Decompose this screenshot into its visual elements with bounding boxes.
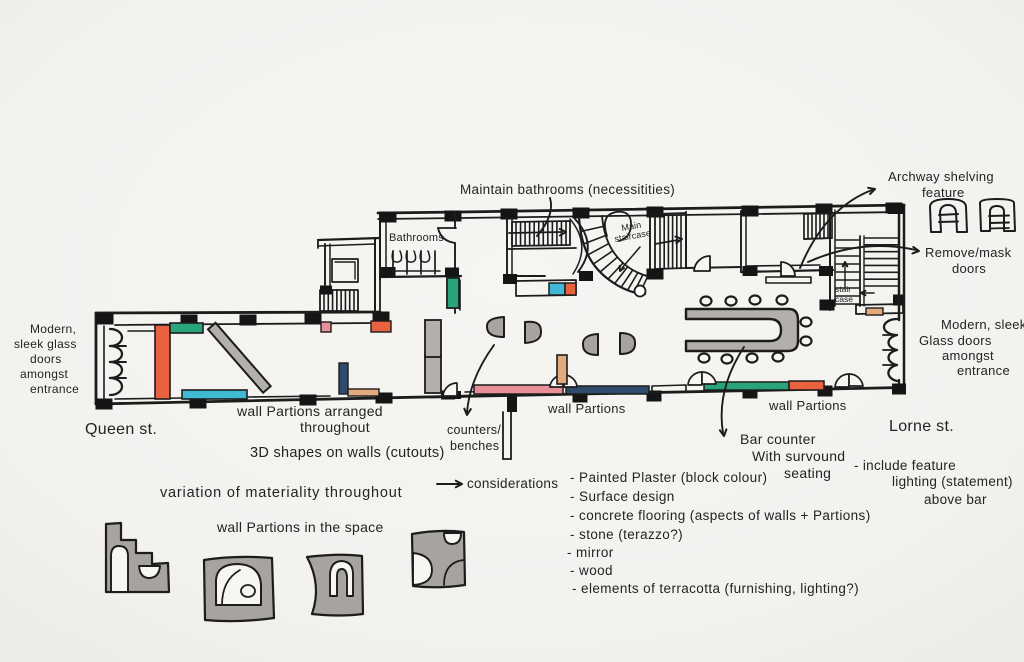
svg-text:- concrete flooring (aspects o: - concrete flooring (aspects of walls + …	[570, 508, 871, 523]
svg-text:wall Partions arranged: wall Partions arranged	[236, 403, 383, 419]
svg-text:feature: feature	[922, 185, 965, 200]
svg-text:3D shapes on walls (cutouts): 3D shapes on walls (cutouts)	[250, 445, 445, 461]
svg-text:- stone (terazzo?): - stone (terazzo?)	[570, 527, 683, 542]
svg-text:- mirror: - mirror	[567, 545, 614, 560]
svg-text:above bar: above bar	[924, 492, 987, 507]
svg-text:variation of materiality throu: variation of materiality throughout	[160, 485, 402, 501]
svg-text:- Surface design: - Surface design	[570, 489, 675, 504]
svg-text:Queen st.: Queen st.	[85, 421, 157, 438]
svg-text:Archway shelving: Archway shelving	[888, 169, 994, 184]
svg-text:Modern, sleek: Modern, sleek	[941, 317, 1024, 332]
svg-text:wall Partions: wall Partions	[768, 398, 847, 413]
svg-text:Bar counter: Bar counter	[740, 431, 816, 447]
svg-text:wall Partions in the space: wall Partions in the space	[216, 519, 384, 535]
svg-text:throughout: throughout	[300, 419, 370, 435]
svg-text:doors: doors	[30, 352, 62, 366]
svg-text:considerations: considerations	[467, 476, 558, 491]
svg-text:- wood: - wood	[570, 563, 613, 578]
svg-text:case: case	[835, 294, 853, 304]
svg-text:wall Partions: wall Partions	[547, 401, 626, 416]
svg-text:lighting (statement): lighting (statement)	[892, 474, 1013, 489]
svg-text:benches: benches	[450, 439, 499, 453]
svg-text:With survound: With survound	[752, 448, 845, 464]
svg-text:amongst: amongst	[942, 348, 994, 363]
svg-text:entrance: entrance	[957, 363, 1010, 378]
svg-text:Glass doors: Glass doors	[919, 333, 992, 348]
svg-text:Main: Main	[621, 220, 642, 233]
svg-text:Lorne st.: Lorne st.	[889, 418, 954, 435]
svg-text:counters/: counters/	[447, 423, 501, 437]
svg-text:Modern,: Modern,	[30, 322, 76, 336]
svg-text:Maintain bathrooms (necessitit: Maintain bathrooms (necessitities)	[460, 182, 675, 197]
svg-text:seating: seating	[784, 465, 831, 481]
svg-text:Remove/mask: Remove/mask	[925, 245, 1012, 260]
svg-text:- elements of terracotta (furn: - elements of terracotta (furnishing, li…	[572, 581, 859, 596]
svg-text:stair: stair	[835, 284, 851, 294]
svg-text:doors: doors	[952, 261, 986, 276]
svg-text:Bathrooms: Bathrooms	[389, 232, 444, 244]
svg-text:entrance: entrance	[30, 382, 79, 396]
svg-text:amongst: amongst	[20, 367, 68, 381]
svg-text:- Painted Plaster (block colou: - Painted Plaster (block colour)	[570, 470, 767, 485]
svg-text:- include feature: - include feature	[854, 458, 956, 473]
svg-text:sleek glass: sleek glass	[14, 337, 77, 351]
